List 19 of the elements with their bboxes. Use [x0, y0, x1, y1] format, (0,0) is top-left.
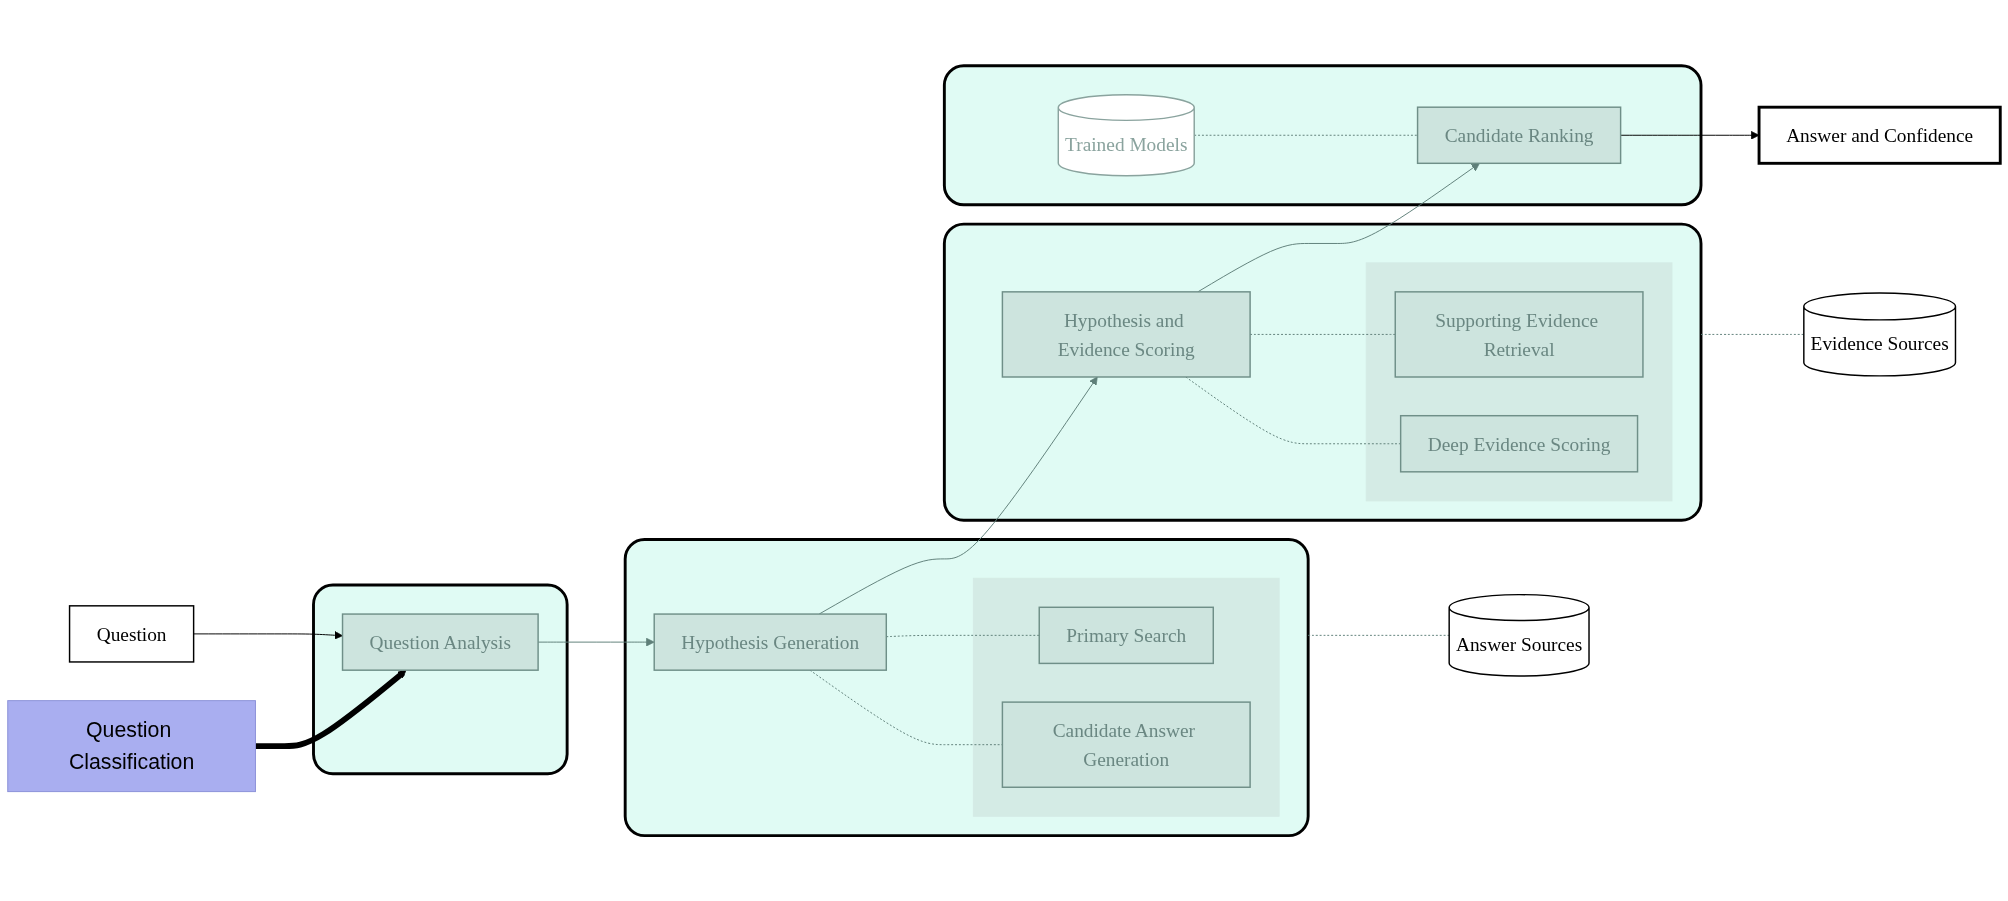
node-box: Candidate Answer Generation [1001, 701, 1251, 788]
node-box: Hypothesis and Evidence Scoring [1001, 290, 1251, 378]
cluster [623, 537, 1310, 837]
connector [1700, 333, 1805, 335]
node-box: Question [68, 604, 195, 663]
arrow [255, 669, 407, 749]
node-box: Deep Evidence Scoring [1399, 414, 1639, 473]
node-box: Question Analysis [341, 613, 539, 671]
cluster [942, 222, 1703, 522]
cluster [312, 583, 569, 775]
cluster [972, 577, 1280, 817]
cluster [1365, 262, 1673, 502]
node-box: Hypothesis Generation [653, 613, 887, 671]
node-box: Supporting Evidence Retrieval [1394, 290, 1644, 378]
node-box: Candidate Ranking [1416, 106, 1622, 164]
node-box: Question Classification [7, 700, 256, 792]
cluster [942, 64, 1703, 207]
node-box: Primary Search [1038, 606, 1214, 664]
node-box: Answer and Confidence [1757, 105, 2002, 165]
